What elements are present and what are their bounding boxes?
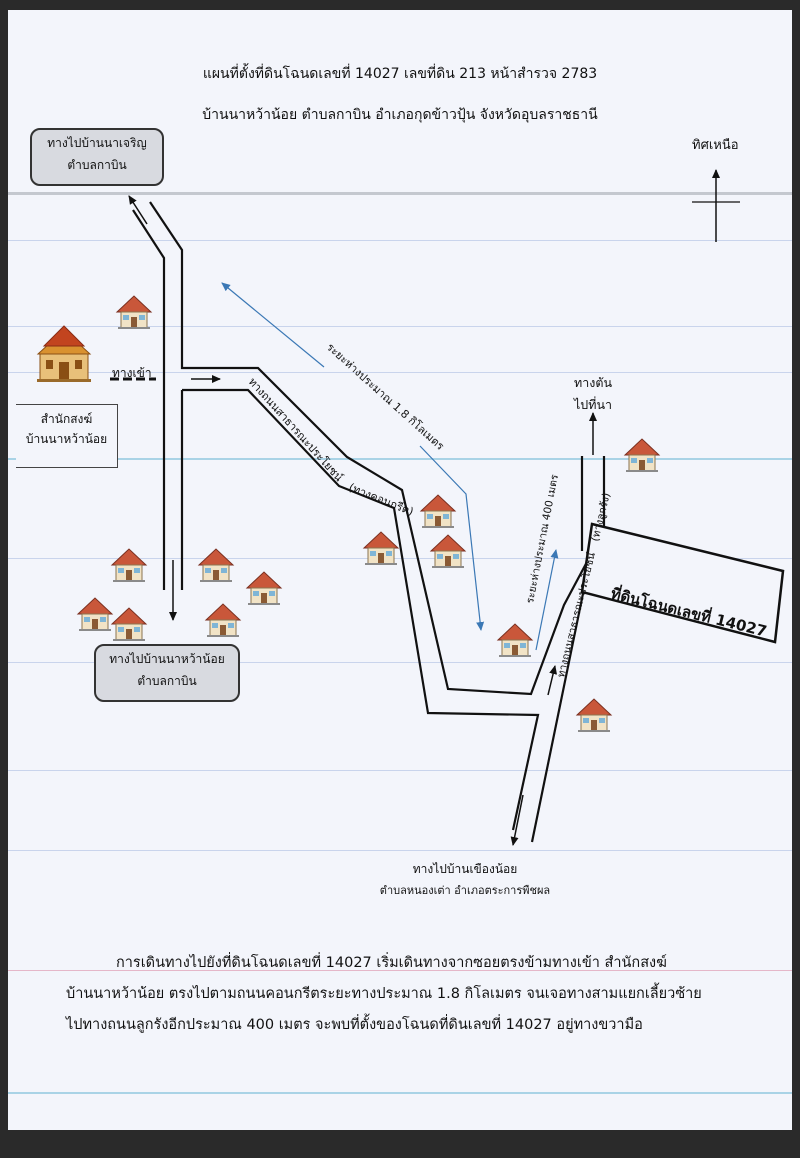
- to-na-charoen-line1: ทางไปบ้านนาเจริญ: [47, 136, 147, 150]
- north-label: ทิศเหนือ: [692, 138, 739, 153]
- dead-end-line2: ไปที่นา: [574, 397, 613, 412]
- concrete-road-label: ทางถนนสาธารณะประโยชน์: [246, 375, 347, 485]
- distance-arrow-1-8km: [221, 282, 325, 368]
- to-khueang-noi-label: ทางไปบ้านเขืองน้อย ตำบลหนองเต่า อำเภอตระ…: [8, 858, 792, 902]
- house-icon: [246, 571, 282, 606]
- to-khueang-noi-line2: ตำบลหนองเต่า อำเภอตระการพืชผล: [379, 884, 551, 897]
- house-icon: [116, 295, 152, 330]
- directions-line-2: บ้านนาหว้าน้อย ตรงไปตามถนนคอนกรีตระยะทาง…: [66, 986, 702, 1002]
- sheet-rule: [8, 1092, 792, 1094]
- map-subtitle: บ้านนาหว้าน้อย ตำบลกาบิน อำเภอกุดข้าวปุ้…: [202, 107, 598, 123]
- distance-1-8km-label: ระยะห่างประมาณ 1.8 กิโลเมตร: [324, 340, 447, 453]
- directions-line-1: การเดินทางไปยังที่ดินโฉนดเลขที่ 14027 เร…: [116, 955, 667, 971]
- sheet-rule: [8, 326, 792, 327]
- sheet-rule: [8, 970, 792, 971]
- temple-line2: บ้านนาหว้าน้อย: [25, 432, 108, 446]
- sheet-rule: [8, 850, 792, 851]
- house-icon: [198, 548, 234, 583]
- arrow-to-khueang-noi-icon: [510, 794, 524, 846]
- sheet-rule: [8, 558, 792, 559]
- house-icon: [77, 597, 113, 632]
- map-title: แผนที่ตั้งที่ดินโฉนดเลขที่ 14027 เลขที่ด…: [202, 66, 598, 82]
- temple-line1: สำนักสงฆ์: [40, 412, 93, 426]
- house-icon: [430, 534, 466, 569]
- temple-icon: [36, 325, 92, 382]
- temple-box: สำนักสงฆ์ บ้านนาหว้าน้อย: [16, 404, 118, 468]
- to-na-charoen-line2: ตำบลกาบิน: [67, 158, 127, 172]
- dead-end-line1: ทางตัน: [574, 375, 613, 390]
- directions-paragraph: การเดินทางไปยังที่ดินโฉนดเลขที่ 14027 เร…: [66, 948, 772, 1041]
- to-khueang-noi-line1: ทางไปบ้านเขืองน้อย: [412, 862, 518, 876]
- to-na-wa-noi-box: ทางไปบ้านนาหว้าน้อย ตำบลกาบิน: [94, 644, 240, 702]
- sheet-rule: [8, 770, 792, 771]
- dead-end-label: ทางตัน ไปที่นา: [574, 372, 612, 416]
- arrow-to-parcel-icon: [547, 665, 558, 696]
- distance-400m-label: ระยะห่างประมาณ 400 เมตร: [524, 473, 561, 604]
- to-na-charoen-box: ทางไปบ้านนาเจริญ ตำบลกาบิน: [30, 128, 164, 186]
- sheet-rule: [8, 372, 792, 373]
- house-icon: [420, 494, 456, 529]
- parcel-14027: [580, 522, 785, 644]
- route-map: ทางถนนสาธารณะประโยชน์ (ทางคอนกรีต) ระยะห…: [36, 169, 785, 846]
- house-icon: [111, 548, 147, 583]
- sheet-rule: [8, 662, 792, 663]
- road-left-vertical: [132, 201, 606, 843]
- map-sheet: แผนที่ตั้งที่ดินโฉนดเลขที่ 14027 เลขที่ด…: [8, 10, 792, 1130]
- to-na-wa-noi-line1: ทางไปบ้านนาหว้าน้อย: [109, 652, 225, 666]
- distance-arrow-1-8km-end: [419, 445, 485, 631]
- to-na-wa-noi-line2: ตำบลกาบิน: [137, 674, 197, 688]
- entrance-label: ทางเข้า: [112, 366, 152, 380]
- house-icon: [111, 607, 147, 642]
- house-icon: [624, 438, 660, 473]
- house-icon: [576, 698, 612, 733]
- north-arrow-icon: [692, 169, 740, 242]
- house-icon: [497, 623, 533, 658]
- house-icon: [205, 603, 241, 638]
- sheet-rule: [8, 458, 792, 460]
- house-icon: [363, 531, 399, 566]
- sheet-rule: [8, 240, 792, 241]
- distance-arrow-400m: [535, 549, 559, 651]
- directions-line-3: ไปทางถนนลูกรังอีกประมาณ 400 เมตร จะพบที่…: [66, 1017, 643, 1033]
- sheet-rule: [8, 192, 792, 195]
- arrow-to-na-charoen-icon: [128, 195, 148, 225]
